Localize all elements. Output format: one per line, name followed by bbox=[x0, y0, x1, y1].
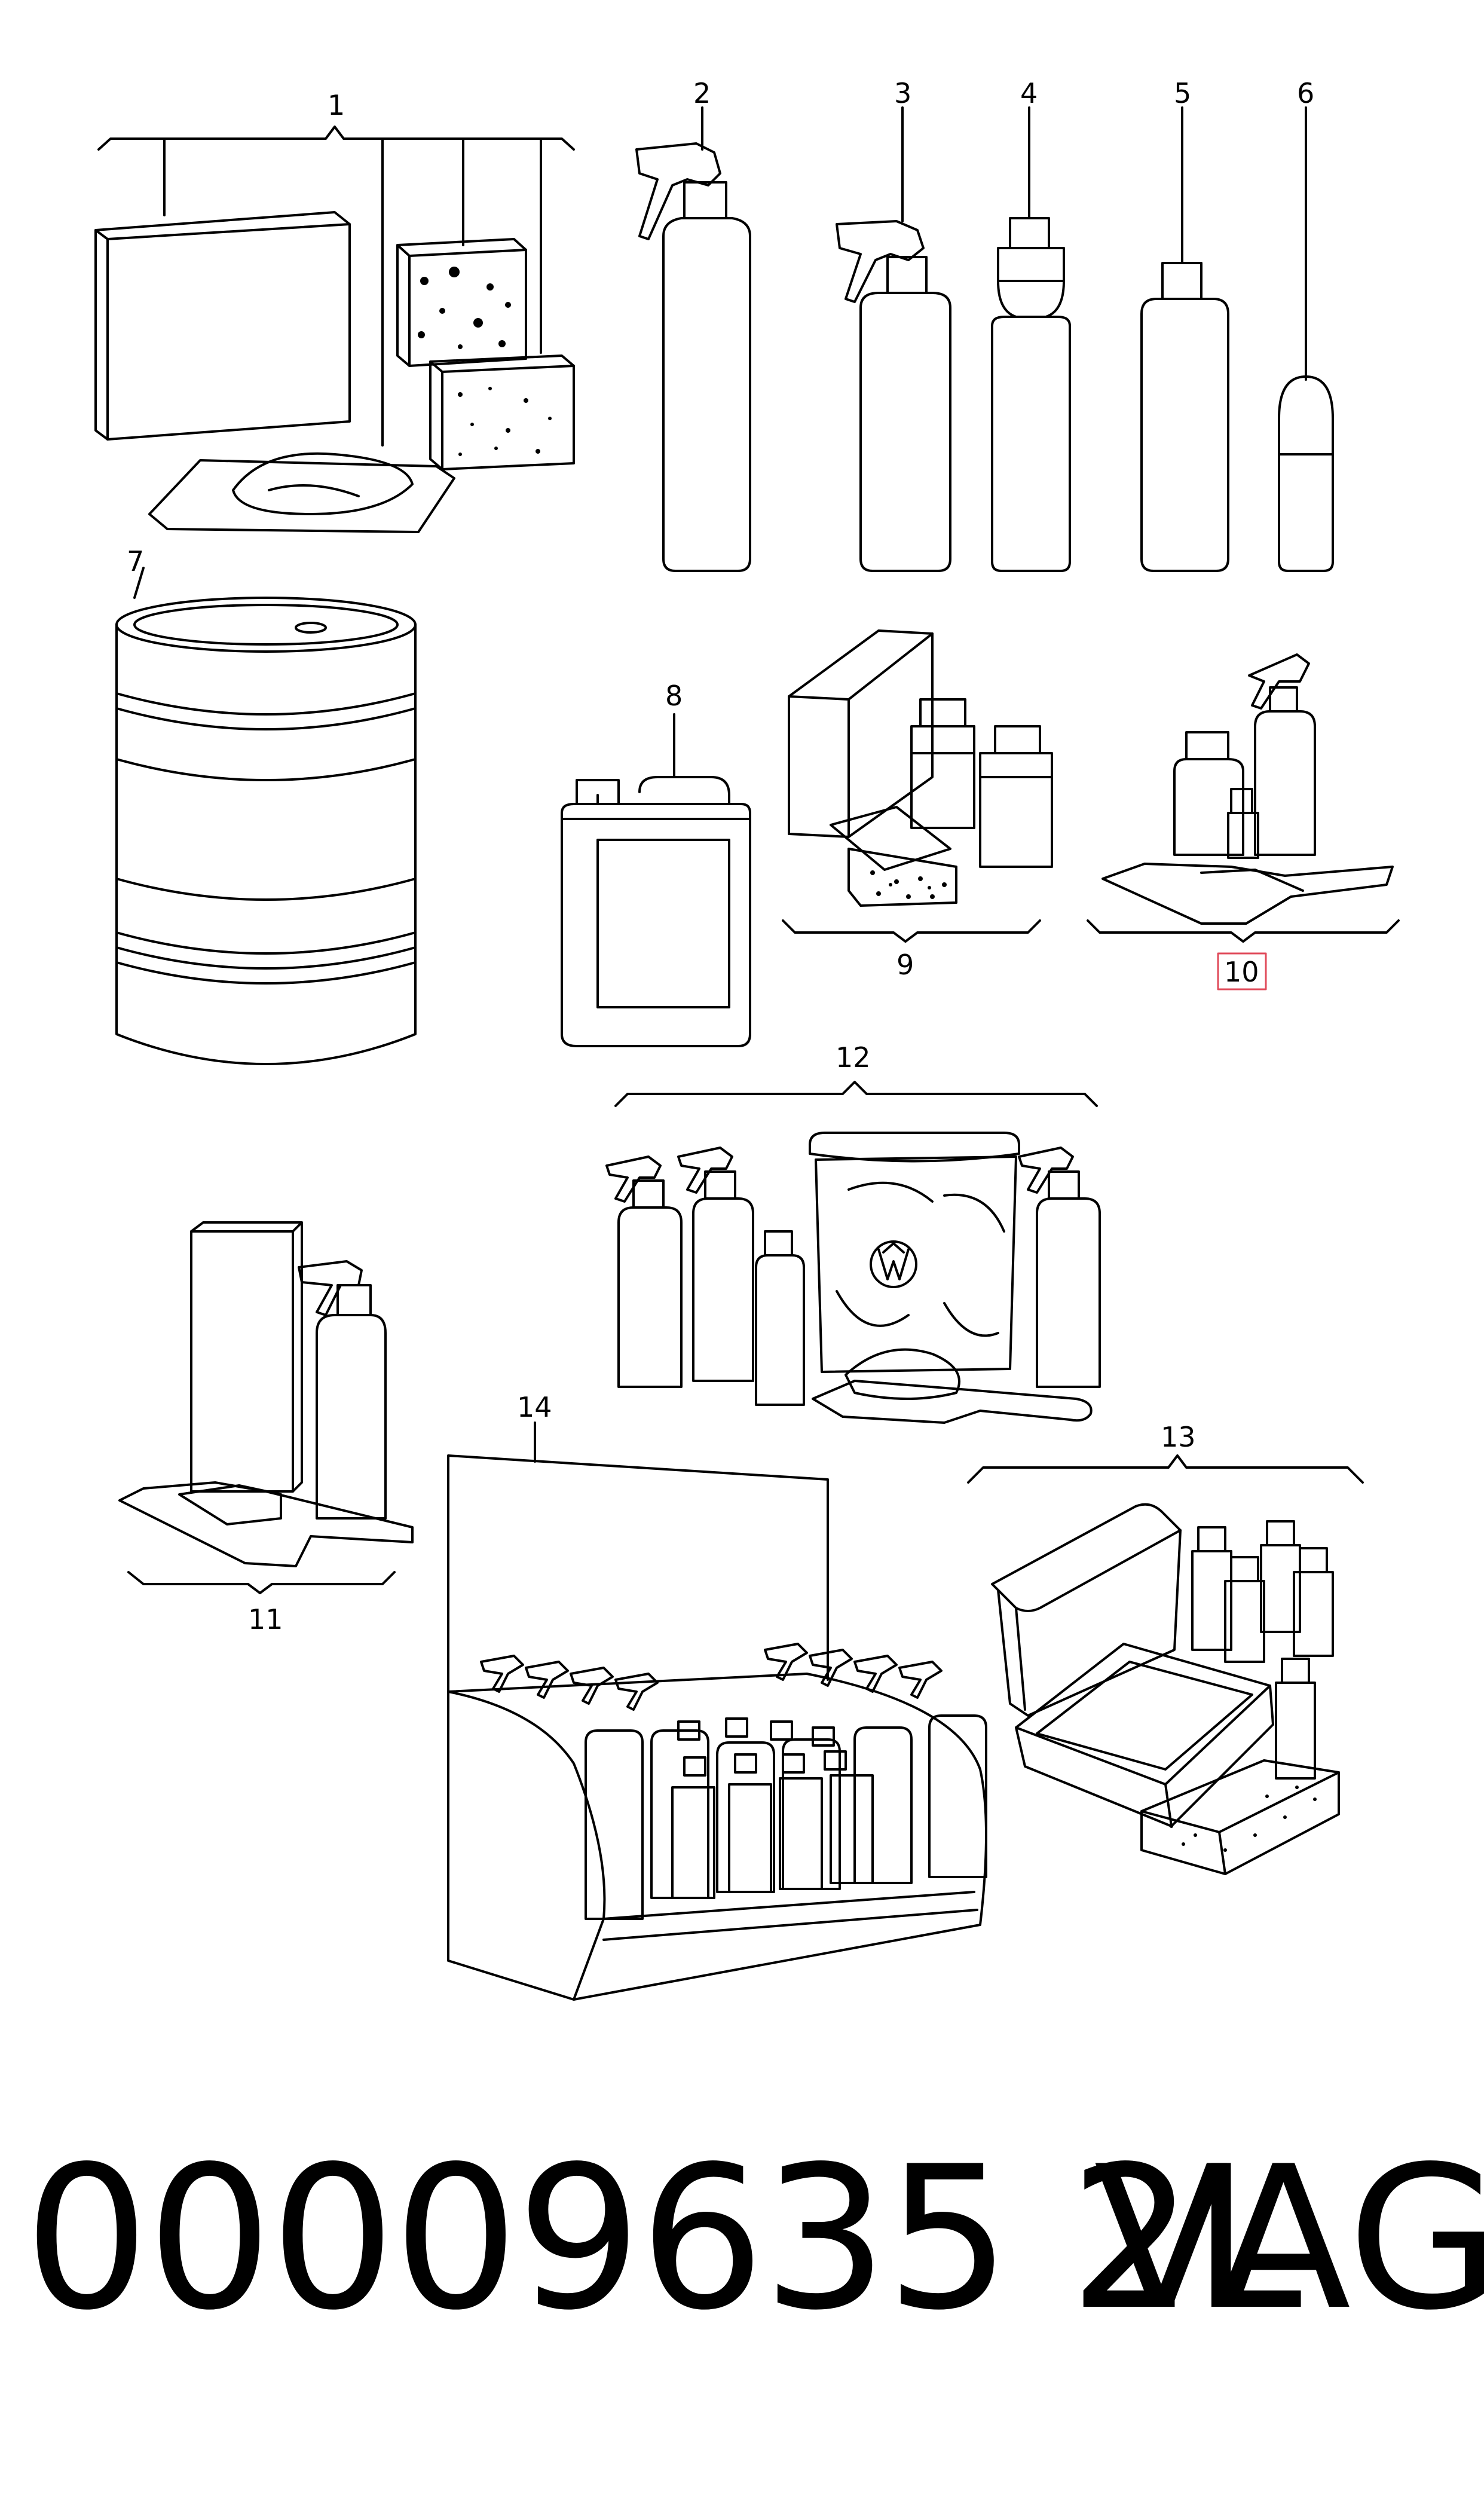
brand-name: VAG bbox=[1094, 2124, 1484, 2353]
callout-9: 9 bbox=[896, 949, 914, 981]
item-10-kit bbox=[1087, 653, 1400, 990]
callout-4: 4 bbox=[1020, 77, 1038, 109]
item-11-kit bbox=[118, 1221, 414, 1594]
item-14-display bbox=[447, 1421, 987, 2001]
item-13-kit bbox=[967, 1454, 1364, 1875]
item-5-bottle bbox=[1140, 106, 1229, 572]
item-8-canister bbox=[561, 713, 751, 1047]
callout-11: 11 bbox=[248, 1603, 283, 1635]
item-6-roll-on bbox=[1278, 106, 1334, 572]
callout-8: 8 bbox=[665, 680, 683, 712]
bracket-9 bbox=[782, 919, 1041, 943]
bracket-11 bbox=[127, 1571, 396, 1594]
callout-14: 14 bbox=[517, 1391, 552, 1423]
bracket-10 bbox=[1087, 919, 1400, 943]
item-1-cleaning-set bbox=[94, 126, 575, 533]
callout-1: 1 bbox=[328, 89, 345, 121]
item-12-kit bbox=[605, 1081, 1101, 1424]
callout-3: 3 bbox=[894, 77, 911, 109]
callout-12: 12 bbox=[836, 1041, 871, 1074]
item-9-kit bbox=[782, 629, 1053, 943]
callout-2: 2 bbox=[693, 77, 711, 109]
bracket-1 bbox=[97, 126, 575, 151]
callout-7: 7 bbox=[127, 545, 144, 577]
callout-6: 6 bbox=[1297, 77, 1314, 109]
vw-logo-icon bbox=[870, 1240, 917, 1288]
callout-5: 5 bbox=[1174, 77, 1191, 109]
bracket-13 bbox=[967, 1454, 1364, 1484]
item-4-bottle bbox=[991, 106, 1071, 572]
item-7-barrel bbox=[115, 567, 417, 1065]
parts-diagram: 1 2 3 4 5 6 7 8 9 10 11 12 13 14 bbox=[94, 77, 1400, 2001]
item-3-spray-bottle bbox=[836, 106, 951, 572]
item-2-spray-bottle bbox=[635, 106, 751, 572]
callout-13: 13 bbox=[1161, 1421, 1196, 1453]
callout-10-highlight bbox=[1217, 952, 1267, 990]
part-number: 00009635 2L bbox=[24, 2124, 1302, 2353]
callout-10: 10 bbox=[1224, 956, 1259, 988]
bracket-12 bbox=[614, 1081, 1098, 1107]
